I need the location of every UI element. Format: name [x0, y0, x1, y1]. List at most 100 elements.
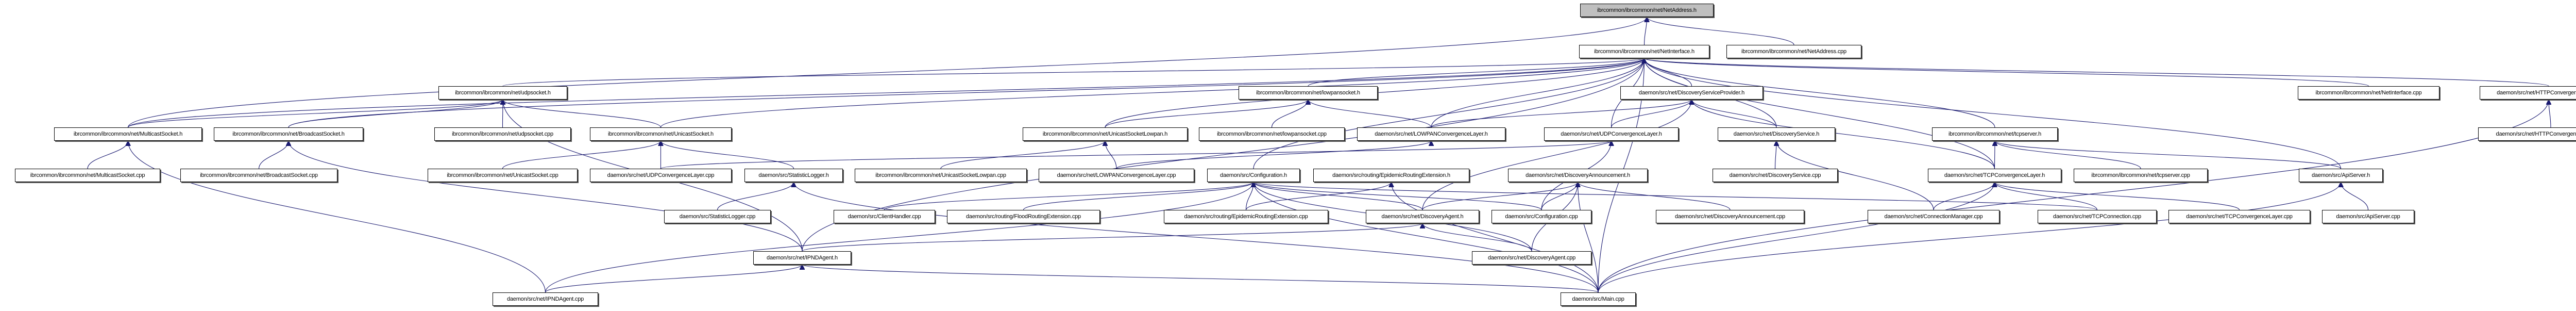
graph-node-tcpconnection-cpp[interactable]: daemon/src/net/TCPConnection.cpp: [2038, 210, 2157, 223]
graph-node-unicast-cpp[interactable]: ibrcommon/ibrcommon/net/UnicastSocket.cp…: [428, 169, 578, 182]
graph-node-discoveryann-cpp[interactable]: daemon/src/net/DiscoveryAnnouncement.cpp: [1656, 210, 1804, 223]
graph-node-dsp-h[interactable]: daemon/src/net/DiscoveryServiceProvider.…: [1620, 86, 1763, 100]
edge-flood-cpp-to-configuration-h: [1023, 182, 1254, 210]
edge-multicast-h-to-netaddress-h: [127, 17, 1647, 128]
graph-node-discoveryservice-cpp[interactable]: daemon/src/net/DiscoveryService.cpp: [1713, 169, 1838, 182]
edge-lowpancl-h-to-lowpansocket-h: [1308, 99, 1432, 128]
edge-unicast-cpp-to-unicast-h: [502, 140, 661, 169]
edge-broadcast-h-to-udpsocket-h: [288, 99, 503, 128]
edge-netinterface-h-to-netaddress-h: [1643, 17, 1647, 45]
edge-lowpansocket-h-to-netinterface-h: [1308, 58, 1645, 87]
graph-node-unicastlowpan-h[interactable]: ibrcommon/ibrcommon/net/UnicastSocketLow…: [1023, 127, 1188, 141]
edge-multicast-h-to-netinterface-h: [127, 58, 1645, 128]
graph-node-flood-cpp[interactable]: daemon/src/routing/FloodRoutingExtension…: [947, 210, 1100, 223]
graph-node-netinterface-cpp[interactable]: ibrcommon/ibrcommon/net/NetInterface.cpp: [2298, 86, 2439, 100]
graph-node-multicast-h[interactable]: ibrcommon/ibrcommon/net/MulticastSocket.…: [54, 127, 202, 141]
edge-main-cpp-to-apiserver-h: [1598, 182, 2341, 293]
graph-node-configuration-cpp[interactable]: daemon/src/Configuration.cpp: [1492, 210, 1591, 223]
graph-node-netaddress-cpp[interactable]: ibrcommon/ibrcommon/net/NetAddress.cpp: [1726, 45, 1861, 58]
edge-apiserver-h-to-netinterface-h: [1645, 58, 2342, 169]
graph-node-lowpansocket-h[interactable]: ibrcommon/ibrcommon/net/lowpansocket.h: [1239, 86, 1378, 100]
edge-unicast-h-to-udpsocket-h: [503, 99, 662, 128]
edge-discoveryservice-h-to-dsp-h: [1692, 99, 1777, 128]
graph-node-statlogger-h[interactable]: daemon/src/StatisticLogger.h: [744, 169, 843, 182]
edge-ipndagent-h-to-discoveryagent-h: [802, 223, 1422, 252]
edge-netinterface-cpp-to-netinterface-h: [1645, 58, 2369, 87]
edge-lowpancl-h-to-netinterface-h: [1431, 58, 1645, 128]
edge-ipndagent-cpp-to-configuration-h: [545, 182, 1254, 293]
graph-node-netaddress-h: ibrcommon/ibrcommon/net/NetAddress.h: [1580, 4, 1714, 17]
edge-epidemic-cpp-to-epidemic-h: [1245, 182, 1392, 210]
edge-discoveryagent-h-to-dsp-h: [1422, 100, 1692, 210]
graph-node-ipndagent-h[interactable]: daemon/src/net/IPNDAgent.h: [753, 251, 851, 265]
graph-node-udpcl-h[interactable]: daemon/src/net/UDPConvergenceLayer.h: [1544, 127, 1679, 141]
edge-unicastlowpan-h-to-lowpansocket-h: [1105, 99, 1308, 128]
graph-node-unicastlowpan-cpp[interactable]: ibrcommon/ibrcommon/net/UnicastSocketLow…: [855, 169, 1027, 182]
graph-node-broadcast-h[interactable]: ibrcommon/ibrcommon/net/BroadcastSocket.…: [214, 127, 363, 141]
edge-unicast-h-to-netinterface-h: [660, 58, 1645, 128]
edge-discoveryservice-cpp-to-discoveryservice-h: [1775, 141, 1777, 169]
graph-node-discoveryagent-h[interactable]: daemon/src/net/DiscoveryAgent.h: [1366, 210, 1479, 223]
edge-multicast-h-to-udpsocket-h: [127, 99, 503, 128]
graph-node-lowpansocket-cpp[interactable]: ibrcommon/ibrcommon/net/lowpansocket.cpp: [1199, 127, 1345, 141]
edge-netaddress-cpp-to-netaddress-h: [1647, 17, 1794, 45]
edge-udpsocket-h-to-netinterface-h: [502, 58, 1645, 87]
graph-node-ipndagent-cpp[interactable]: daemon/src/net/IPNDAgent.cpp: [493, 292, 598, 306]
edge-main-cpp-to-epidemic-h: [1392, 182, 1599, 293]
edge-main-cpp-to-tcpcl-h: [1598, 182, 1995, 293]
edge-main-cpp-to-configuration-h: [1253, 182, 1599, 293]
graph-node-unicast-h[interactable]: ibrcommon/ibrcommon/net/UnicastSocket.h: [590, 127, 732, 141]
edge-tcpcl-h-to-netinterface-h: [1645, 58, 1995, 169]
graph-node-main-cpp[interactable]: daemon/src/Main.cpp: [1561, 292, 1636, 306]
edge-lowpancl-cpp-to-lowpancl-h: [1116, 140, 1431, 169]
graph-node-httpcl-h[interactable]: daemon/src/net/HTTPConvergenceLayer.h: [2480, 86, 2576, 100]
graph-node-epidemic-cpp[interactable]: daemon/src/routing/EpidemicRoutingExtens…: [1164, 210, 1328, 223]
edge-ipndagent-cpp-to-ipndagent-h: [545, 264, 803, 293]
edge-statlogger-cpp-to-statlogger-h: [717, 182, 794, 210]
edge-broadcast-h-to-netinterface-h: [288, 58, 1645, 128]
graph-node-apiserver-h[interactable]: daemon/src/ApiServer.h: [2299, 169, 2383, 182]
graph-node-discoveryservice-h[interactable]: daemon/src/net/DiscoveryService.h: [1718, 127, 1835, 141]
graph-node-multicast-cpp[interactable]: ibrcommon/ibrcommon/net/MulticastSocket.…: [15, 169, 160, 182]
graph-node-lowpancl-cpp[interactable]: daemon/src/net/LOWPANConvergenceLayer.cp…: [1039, 169, 1194, 182]
edge-lowpancl-cpp-to-unicastlowpan-h: [1105, 141, 1117, 169]
edge-unicastlowpan-cpp-to-unicastlowpan-h: [940, 140, 1105, 169]
graph-node-broadcast-cpp[interactable]: ibrcommon/ibrcommon/net/BroadcastSocket.…: [180, 169, 337, 182]
edge-discoveryagent-h-to-discoveryann-h: [1422, 182, 1578, 210]
graph-node-tcpserver-h[interactable]: ibrcommon/ibrcommon/net/tcpserver.h: [1932, 127, 2058, 141]
edge-ipndagent-h-to-broadcast-h: [289, 141, 803, 252]
edge-discoveryagent-cpp-to-discoveryagent-h: [1422, 223, 1532, 252]
graph-node-tcpserver-cpp[interactable]: ibrcommon/ibrcommon/net/tcpserver.cpp: [2074, 169, 2208, 182]
graph-node-statlogger-cpp[interactable]: daemon/src/StatisticLogger.cpp: [664, 210, 771, 223]
edge-tcpcl-cpp-to-tcpcl-h: [1995, 182, 2240, 210]
graph-node-connmanager-cpp[interactable]: daemon/src/net/ConnectionManager.cpp: [1868, 210, 1999, 223]
graph-node-lowpancl-h[interactable]: daemon/src/net/LOWPANConvergenceLayer.h: [1357, 127, 1505, 141]
graph-node-udpsocket-cpp[interactable]: ibrcommon/ibrcommon/net/udpsocket.cpp: [434, 127, 571, 141]
graph-node-tcpcl-h[interactable]: daemon/src/net/TCPConvergenceLayer.h: [1928, 169, 2061, 182]
edge-ipndagent-cpp-to-multicast-h: [128, 141, 546, 293]
edge-httpcl-h-to-netinterface-h: [1645, 58, 2549, 87]
edge-clienthandler-cpp-to-configuration-h: [884, 182, 1254, 210]
graph-node-configuration-h[interactable]: daemon/src/Configuration.h: [1207, 169, 1300, 182]
edge-lowpansocket-cpp-to-lowpansocket-h: [1271, 99, 1309, 128]
edge-tcpconnection-cpp-to-configuration-h: [1253, 182, 2098, 210]
edge-tcpcl-h-to-dsp-h: [1692, 100, 1995, 169]
edge-configuration-h-to-netinterface-h: [1253, 58, 1645, 169]
graph-node-epidemic-h[interactable]: daemon/src/routing/EpidemicRoutingExtens…: [1313, 169, 1469, 182]
graph-node-netinterface-h[interactable]: ibrcommon/ibrcommon/net/NetInterface.h: [1579, 45, 1709, 58]
graph-node-apiserver-cpp[interactable]: daemon/src/ApiServer.cpp: [2322, 210, 2414, 223]
graph-node-clienthandler-cpp[interactable]: daemon/src/ClientHandler.cpp: [834, 210, 935, 223]
graph-node-discoveryagent-cpp[interactable]: daemon/src/net/DiscoveryAgent.cpp: [1472, 251, 1591, 265]
edge-lowpancl-h-to-dsp-h: [1431, 99, 1692, 128]
edge-apiserver-cpp-to-apiserver-h: [2341, 182, 2369, 210]
graph-node-udpsocket-h[interactable]: ibrcommon/ibrcommon/net/udpsocket.h: [438, 86, 567, 100]
edge-main-cpp-to-statlogger-h: [794, 182, 1599, 293]
graph-node-discoveryann-h[interactable]: daemon/src/net/DiscoveryAnnouncement.h: [1508, 169, 1648, 182]
edge-main-cpp-to-ipndagent-h: [802, 264, 1599, 293]
edge-httpcl-cpp-to-httpcl-h: [2549, 100, 2551, 128]
graph-node-udpcl-cpp[interactable]: daemon/src/net/UDPConvergenceLayer.cpp: [590, 169, 732, 182]
graph-node-tcpcl-cpp[interactable]: daemon/src/net/TCPConvergenceLayer.cpp: [2168, 210, 2310, 223]
graph-node-httpcl-cpp[interactable]: daemon/src/net/HTTPConvergenceLayer.cpp: [2478, 127, 2576, 141]
